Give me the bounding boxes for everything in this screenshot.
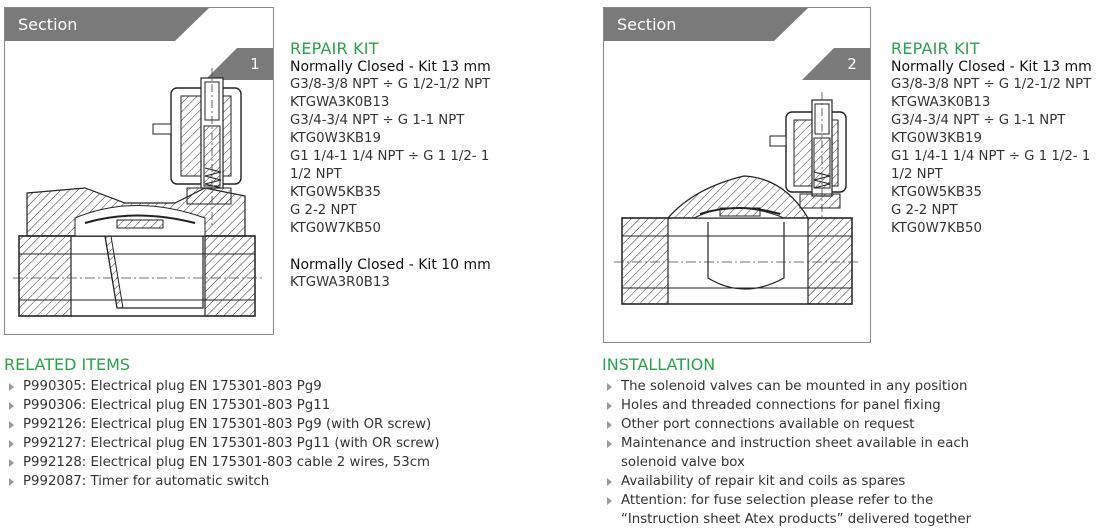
kit-group-heading: Normally Closed - Kit 13 mm <box>290 59 491 75</box>
kit-line: G1 1/4-1 1/4 NPT ÷ G 1 1/2- 1 <box>290 149 490 164</box>
kit-line: G3/8-3/8 NPT ÷ G 1/2-1/2 NPT <box>891 77 1092 92</box>
kit-line: 1/2 NPT <box>290 167 342 182</box>
kit-line: G3/8-3/8 NPT ÷ G 1/2-1/2 NPT <box>290 77 491 92</box>
list-item: P992126: Electrical plug EN 175301-803 P… <box>4 415 564 434</box>
installation-title: INSTALLATION <box>602 355 716 374</box>
section-tab-label: Section <box>604 8 808 41</box>
kit-code: KTGWA3R0B13 <box>290 275 390 290</box>
kit-group-heading: Normally Closed - Kit 10 mm <box>290 257 491 273</box>
related-items-title: RELATED ITEMS <box>4 355 131 374</box>
kit-code: KTGWA3K0B13 <box>891 95 991 110</box>
list-item: Attention: for fuse selection please ref… <box>602 491 1002 531</box>
valve-section-drawing-2 <box>614 92 860 305</box>
list-item: Other port connections available on requ… <box>602 415 1002 434</box>
section-number: 1 <box>205 48 273 80</box>
installation-section: INSTALLATION The solenoid valves can be … <box>602 356 1002 531</box>
kit-line: G3/4-3/4 NPT ÷ G 1-1 NPT <box>290 113 465 128</box>
valve-section-drawing-1 <box>13 68 263 317</box>
kit-code: KTG0W5KB35 <box>290 185 381 200</box>
list-item: P992087: Timer for automatic switch <box>4 472 564 491</box>
list-item: Maintenance and instruction sheet availa… <box>602 434 1002 472</box>
kit-code: KTGWA3K0B13 <box>290 95 390 110</box>
kit-code: KTG0W7KB50 <box>891 221 982 236</box>
kit-code: KTG0W7KB50 <box>290 221 381 236</box>
repair-kit-2: REPAIR KIT Normally Closed - Kit 13 mm G… <box>891 40 1100 238</box>
section-panel-1: Section 1 <box>4 7 274 335</box>
repair-kit-1: REPAIR KIT Normally Closed - Kit 13 mm G… <box>290 40 560 292</box>
list-item: P992127: Electrical plug EN 175301-803 P… <box>4 434 564 453</box>
kit-code: KTG0W3KB19 <box>290 131 381 146</box>
repair-kit-title: REPAIR KIT <box>891 39 980 58</box>
section-tab-label: Section <box>5 8 209 41</box>
installation-list: The solenoid valves can be mounted in an… <box>602 377 1002 531</box>
repair-kit-title: REPAIR KIT <box>290 39 379 58</box>
list-item: Holes and threaded connections for panel… <box>602 396 1002 415</box>
list-item: Availability of repair kit and coils as … <box>602 472 1002 491</box>
kit-code: KTG0W5KB35 <box>891 185 982 200</box>
kit-code: KTG0W3KB19 <box>891 131 982 146</box>
kit-line: G 2-2 NPT <box>891 203 958 218</box>
list-item: P990306: Electrical plug EN 175301-803 P… <box>4 396 564 415</box>
related-items-list: P990305: Electrical plug EN 175301-803 P… <box>4 377 564 491</box>
list-item: P992128: Electrical plug EN 175301-803 c… <box>4 453 564 472</box>
kit-group-heading: Normally Closed - Kit 13 mm <box>891 59 1092 75</box>
list-item: P990305: Electrical plug EN 175301-803 P… <box>4 377 564 396</box>
related-items-section: RELATED ITEMS P990305: Electrical plug E… <box>4 356 564 491</box>
list-item: The solenoid valves can be mounted in an… <box>602 377 1002 396</box>
kit-line: G3/4-3/4 NPT ÷ G 1-1 NPT <box>891 113 1066 128</box>
section-number: 2 <box>802 48 870 80</box>
kit-line: G1 1/4-1 1/4 NPT ÷ G 1 1/2- 1 <box>891 149 1091 164</box>
kit-line: 1/2 NPT <box>891 167 943 182</box>
section-panel-2: Section 2 <box>603 7 871 343</box>
kit-line: G 2-2 NPT <box>290 203 357 218</box>
